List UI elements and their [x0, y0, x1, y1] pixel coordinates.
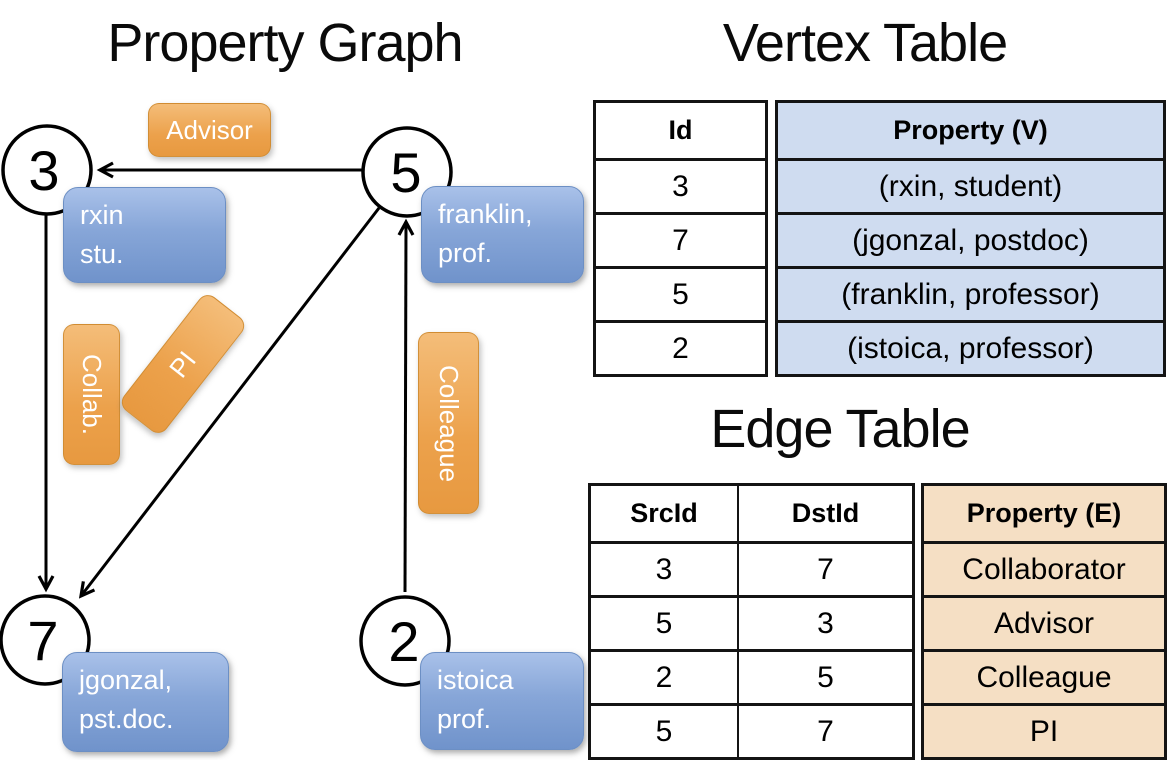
vertex-table-property-subtable: Property (V) (rxin, student)(jgonzal, po…	[775, 100, 1166, 377]
table-cell: (jgonzal, postdoc)	[778, 212, 1163, 266]
vertex-node-2-id: 2	[388, 610, 419, 673]
edge-colleague-2-to-5	[397, 218, 415, 593]
edge-label-colleague-text: Colleague	[434, 364, 464, 482]
table-cell: Colleague	[924, 649, 1164, 703]
edge-table-header-dstid: DstId	[791, 498, 860, 528]
property-graph-title: Property Graph	[107, 13, 463, 73]
node-2-property-line2: prof.	[437, 704, 492, 735]
table-cell: 5	[596, 266, 765, 320]
vertex-node-5-id: 5	[390, 141, 421, 204]
table-cell: PI	[924, 703, 1164, 757]
vertex-node-3-id: 3	[28, 139, 59, 202]
edge-label-pi-text: PI	[163, 344, 202, 383]
edge-label-colleague: Colleague	[418, 332, 479, 514]
table-cell: Advisor	[924, 595, 1164, 649]
edge-label-collab-text: Collab.	[77, 354, 107, 435]
vertex-node-7-id: 7	[27, 609, 58, 672]
node-7-property-line1: jgonzal,	[79, 665, 173, 695]
node-5-property-box: franklin, prof.	[421, 186, 584, 283]
table-cell: 2	[591, 649, 737, 703]
table-cell: 5	[591, 703, 737, 757]
node-3-property-line2: stu.	[80, 239, 124, 270]
table-cell: 2	[596, 320, 765, 374]
edge-pi-5-to-7	[78, 207, 381, 599]
node-3-property-box: rxin stu.	[63, 187, 226, 283]
node-7-property-line2: pst.doc.	[79, 704, 174, 735]
vertex-table-header-property: Property (V)	[778, 103, 1163, 158]
node-2-property-box: istoica prof.	[420, 652, 584, 750]
table-cell: (istoica, professor)	[778, 320, 1163, 374]
table-cell: 3	[591, 541, 737, 595]
table-cell: 3	[739, 595, 912, 649]
edge-label-advisor: Advisor	[148, 103, 271, 157]
edge-label-advisor-text: Advisor	[166, 114, 253, 145]
edge-table-header-property: Property (E)	[924, 486, 1164, 541]
table-cell: 5	[739, 649, 912, 703]
table-cell: Collaborator	[924, 541, 1164, 595]
table-cell: 7	[739, 541, 912, 595]
node-2-property-line1: istoica	[437, 665, 514, 695]
edge-table-header-srcid: SrcId	[630, 498, 698, 528]
node-5-property-line2: prof.	[438, 238, 493, 269]
vertex-table-title: Vertex Table	[722, 13, 1008, 73]
table-cell: 3	[596, 158, 765, 212]
table-cell: 7	[739, 703, 912, 757]
edge-table-title: Edge Table	[710, 399, 970, 459]
vertex-table-property-column: Property (V) (rxin, student)(jgonzal, po…	[778, 103, 1163, 374]
node-5-property-line1: franklin,	[438, 199, 533, 229]
table-cell: (franklin, professor)	[778, 266, 1163, 320]
table-cell: (rxin, student)	[778, 158, 1163, 212]
node-7-property-box: jgonzal, pst.doc.	[62, 652, 229, 752]
node-3-property-line1: rxin	[80, 200, 124, 230]
table-cell: 5	[591, 595, 737, 649]
vertex-table-header-id: Id	[668, 115, 693, 145]
vertex-table-property-cells: (rxin, student)(jgonzal, postdoc)(frankl…	[778, 158, 1163, 374]
edge-label-collab: Collab.	[63, 324, 120, 465]
table-cell: 7	[596, 212, 765, 266]
